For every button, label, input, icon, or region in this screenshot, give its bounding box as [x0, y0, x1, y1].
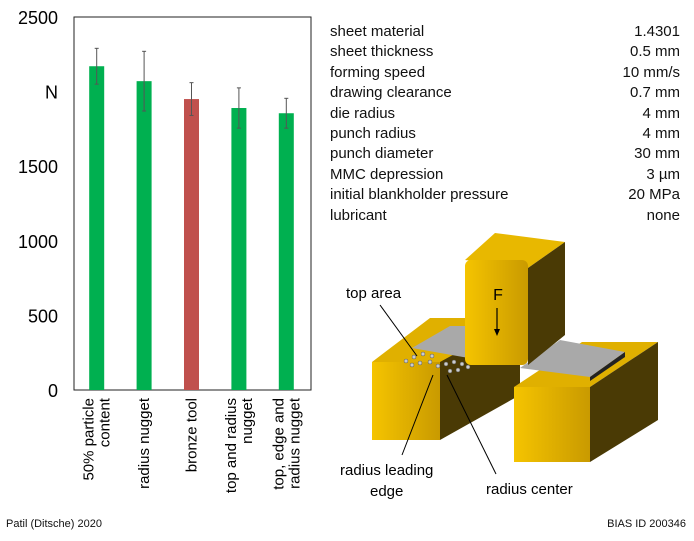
sheet-edge: [590, 352, 625, 381]
parameter-row: sheet thickness 0.5 mm: [330, 42, 680, 62]
parameter-value: 20 MPa: [628, 186, 680, 204]
parameter-table: sheet material 1.4301 sheet thickness 0.5 m…: [330, 22, 680, 226]
x-tick-label: top and radius: [223, 398, 240, 493]
parameter-value: 3 µm: [646, 165, 680, 183]
parameter-value: none: [646, 206, 680, 224]
punch-side: [528, 242, 565, 365]
y-tick-label: 1000: [18, 232, 58, 252]
x-tick-label: bronze tool: [184, 398, 201, 472]
parameter-value: 30 mm: [634, 145, 680, 163]
source-citation: Patil (Ditsche) 2020: [6, 518, 102, 530]
parameter-value: 10 mm/s: [622, 63, 680, 81]
parameter-label: punch radius: [330, 125, 416, 143]
radius-leading-edge-label-2: edge: [370, 483, 403, 500]
radius-center-label: radius center: [486, 481, 573, 498]
bar: [89, 66, 105, 391]
top-area-pointer: [379, 304, 418, 357]
force-arrow-head: [494, 329, 500, 336]
parameter-label: lubricant: [330, 206, 387, 224]
parameter-value: 0.5 mm: [629, 43, 680, 61]
parameter-row: forming speed 10 mm/s: [330, 63, 680, 83]
x-tick-label: radius nugget: [286, 397, 303, 489]
x-tick-label: nugget: [239, 397, 256, 444]
y-tick-label: 1500: [18, 157, 58, 177]
x-tick-label: radius nugget: [136, 397, 153, 489]
die-right-side: [590, 342, 658, 462]
y-tick-label: N: [45, 83, 58, 103]
parameter-label: sheet thickness: [330, 43, 434, 61]
y-tick-label: 2500: [18, 8, 58, 28]
x-tick-label: 50% particle: [81, 398, 98, 481]
parameter-row: drawing clearance 0.7 mm: [330, 83, 680, 103]
parameter-value: 0.7 mm: [629, 84, 680, 102]
force-label: F: [493, 287, 503, 304]
parameter-row: initial blankholder pressure 20 MPa: [330, 185, 680, 205]
bias-id: BIAS ID 200346: [607, 518, 686, 530]
parameter-row: punch diameter 30 mm: [330, 144, 680, 164]
top-area-label: top area: [346, 285, 402, 302]
mmc-dots: [403, 351, 471, 374]
parameter-row: sheet material 1.4301: [330, 22, 680, 42]
radius-leading-edge-label-1: radius leading: [340, 462, 433, 479]
sheet-right: [520, 340, 625, 377]
parameter-value: 4 mm: [642, 125, 681, 143]
x-tick-label: content: [97, 397, 114, 447]
die-left-front: [372, 362, 440, 440]
parameter-label: sheet material: [330, 23, 425, 40]
parameter-row: die radius 4 mm: [330, 104, 680, 124]
parameter-row: lubricant none: [330, 206, 680, 226]
parameter-label: MMC depression: [330, 165, 444, 183]
parameter-label: die radius: [330, 104, 396, 122]
radius-leading-edge-pointer: [401, 374, 434, 456]
bar: [184, 99, 199, 390]
parameter-value: 4 mm: [642, 104, 681, 122]
parameter-row: punch radius 4 mm: [330, 124, 680, 144]
test-setup-diagram: F top area radius leading edge radius ce…: [340, 233, 658, 500]
bar: [136, 81, 152, 390]
bar: [231, 108, 247, 391]
parameter-value: 1.4301: [634, 23, 680, 40]
y-tick-label: 500: [28, 306, 58, 326]
radius-center-pointer: [446, 374, 497, 475]
die-right-front: [514, 387, 590, 462]
parameter-label: initial blankholder pressure: [330, 186, 509, 204]
bar: [278, 113, 294, 390]
punch-top: [465, 233, 565, 268]
x-tick-label: top, edge and: [270, 398, 287, 490]
parameter-label: punch diameter: [330, 145, 434, 163]
parameter-row: MMC depression 3 µm: [330, 165, 680, 185]
parameter-label: forming speed: [330, 63, 426, 81]
parameter-label: drawing clearance: [330, 84, 452, 102]
y-tick-label: 0: [48, 381, 58, 401]
